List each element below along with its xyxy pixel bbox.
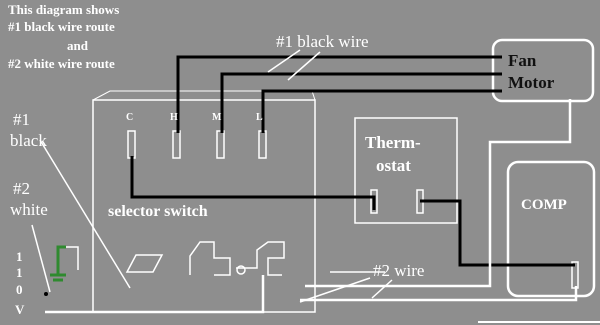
thermostat-slot-left [370, 189, 378, 214]
black-wire-thermostat-comp [420, 199, 575, 267]
intro-line-2: #1 black wire route [8, 19, 115, 34]
outlet-left-slot [125, 254, 164, 273]
thermostat-label-line-2: ostat [376, 156, 411, 175]
outlet-screw [236, 265, 246, 275]
ground-wire [66, 246, 79, 270]
comp-label: COMP [521, 197, 567, 213]
side-black-label: black [10, 131, 47, 150]
terminal-c-slot [127, 130, 136, 159]
black-wire-medium [220, 72, 502, 133]
thermostat-box [354, 117, 458, 224]
black-wire-high [176, 55, 502, 133]
terminal-c-label: C [126, 112, 134, 123]
intro-line-1: This diagram shows [8, 2, 120, 17]
pointer-white-wire-3 [371, 279, 393, 299]
terminal-h-slot [172, 130, 181, 159]
ground-symbol-icon [50, 245, 66, 282]
terminal-m-slot [216, 130, 225, 159]
terminal-l-slot [258, 130, 267, 159]
black-wire-low [261, 89, 502, 133]
comp-box [506, 160, 596, 298]
intro-line-3: and [67, 38, 88, 53]
voltage-char-2: 1 [16, 265, 23, 280]
pointer-black-wire-2 [287, 51, 321, 81]
selector-switch-top-edge [92, 90, 316, 101]
intro-line-4: #2 white wire route [8, 56, 115, 71]
pointer-white-label [31, 224, 51, 293]
fan-motor-label-line-1: Fan [508, 51, 537, 70]
voltage-char-4: V [15, 302, 25, 317]
fan-motor-box [491, 38, 595, 103]
black-wire-common [130, 156, 376, 210]
pointer-black-wire-1 [267, 49, 301, 73]
supply-lead-dot [44, 292, 48, 296]
outlet-center-contact [189, 241, 231, 276]
side-white-label: white [10, 200, 48, 219]
fan-motor-label-line-2: Motor [508, 73, 555, 92]
white-wire-comp-return [300, 286, 578, 302]
outlet-right-contact [236, 241, 285, 276]
side-black-number: #1 [13, 110, 30, 129]
pointer-white-wire-2 [299, 277, 371, 303]
voltage-char-3: 0 [16, 282, 23, 297]
voltage-char-1: 1 [16, 249, 23, 264]
thermostat-label-line-1: Therm- [365, 133, 421, 152]
white-wire-fan-return [305, 99, 572, 288]
white-wire-label: #2 wire [373, 261, 425, 280]
terminal-l-label: L [256, 112, 263, 123]
terminal-m-label: M [212, 112, 222, 123]
white-wire-outlet [45, 275, 265, 314]
selector-switch-label: selector switch [108, 203, 208, 220]
pointer-black-label [39, 139, 131, 289]
terminal-h-label: H [170, 112, 178, 123]
side-white-number: #2 [13, 179, 30, 198]
black-wire-label: #1 black wire [276, 32, 369, 51]
